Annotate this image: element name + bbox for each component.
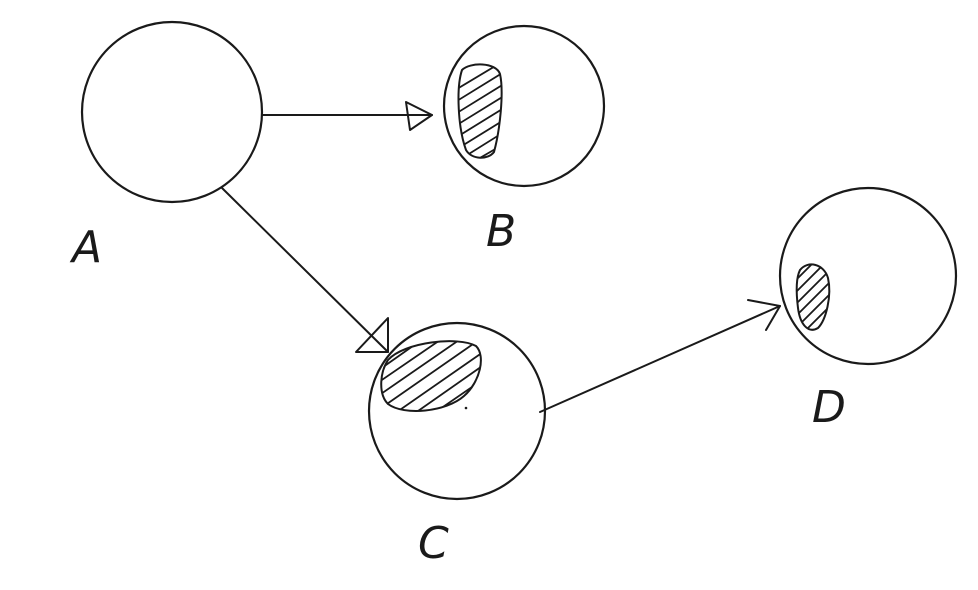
edge-a-to-b xyxy=(261,101,433,131)
node-c-circle xyxy=(367,321,547,501)
node-d-circle xyxy=(778,186,958,366)
node-d: D xyxy=(778,186,958,433)
node-d-shaded-blob xyxy=(795,263,831,331)
arrow-head-c-to-d xyxy=(747,299,781,331)
node-c: C xyxy=(367,321,547,569)
node-a: A xyxy=(69,20,264,273)
node-b-circle xyxy=(442,24,606,188)
node-c-shaded-blob xyxy=(380,340,482,412)
edge-a-to-c xyxy=(221,187,389,353)
node-c-label: C xyxy=(418,518,449,569)
node-c-dot xyxy=(464,406,468,410)
node-a-label: A xyxy=(69,222,102,273)
arrow-head-a-to-b xyxy=(405,101,433,131)
edge-c-to-d xyxy=(539,299,781,413)
node-a-circle xyxy=(80,20,264,204)
node-d-label: D xyxy=(812,382,846,433)
node-b: B xyxy=(442,24,606,257)
arrow-head-a-to-c xyxy=(355,317,389,353)
node-b-label: B xyxy=(486,206,516,257)
